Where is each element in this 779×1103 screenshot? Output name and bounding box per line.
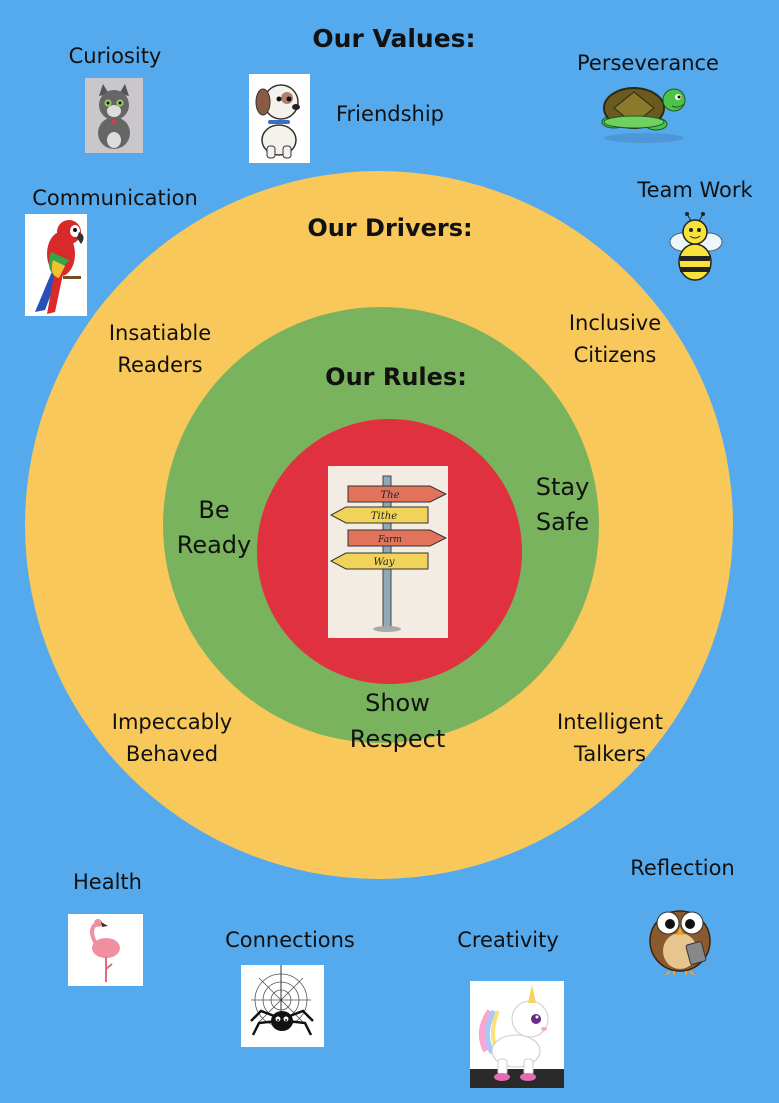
signpost-word-the: The bbox=[380, 490, 399, 501]
value-connections: Connections bbox=[225, 928, 355, 952]
value-health: Health bbox=[73, 870, 142, 894]
drivers-heading: Our Drivers: bbox=[307, 214, 473, 242]
values-heading: Our Values: bbox=[312, 24, 476, 53]
value-reflection: Reflection bbox=[630, 856, 735, 880]
dog-icon bbox=[249, 74, 310, 163]
value-team-work: Team Work bbox=[637, 178, 753, 202]
value-creativity: Creativity bbox=[457, 928, 559, 952]
bee-icon bbox=[661, 212, 729, 286]
value-communication: Communication bbox=[32, 186, 198, 210]
unicorn-icon bbox=[470, 981, 564, 1088]
spider-icon bbox=[241, 965, 324, 1047]
signpost-image: The Tithe Farm Way bbox=[328, 466, 448, 638]
owl-icon bbox=[640, 893, 726, 975]
signpost-word-tithe: Tithe bbox=[371, 511, 397, 522]
cat-icon bbox=[85, 78, 143, 153]
signpost-word-way: Way bbox=[373, 557, 394, 568]
value-friendship: Friendship bbox=[336, 102, 444, 126]
flamingo-icon bbox=[68, 914, 143, 986]
value-curiosity: Curiosity bbox=[68, 44, 162, 68]
signpost-word-farm: Farm bbox=[377, 535, 402, 545]
value-perseverance: Perseverance bbox=[577, 51, 719, 75]
parrot-icon bbox=[25, 214, 87, 316]
rules-heading: Our Rules: bbox=[325, 363, 467, 391]
turtle-icon bbox=[594, 80, 694, 144]
